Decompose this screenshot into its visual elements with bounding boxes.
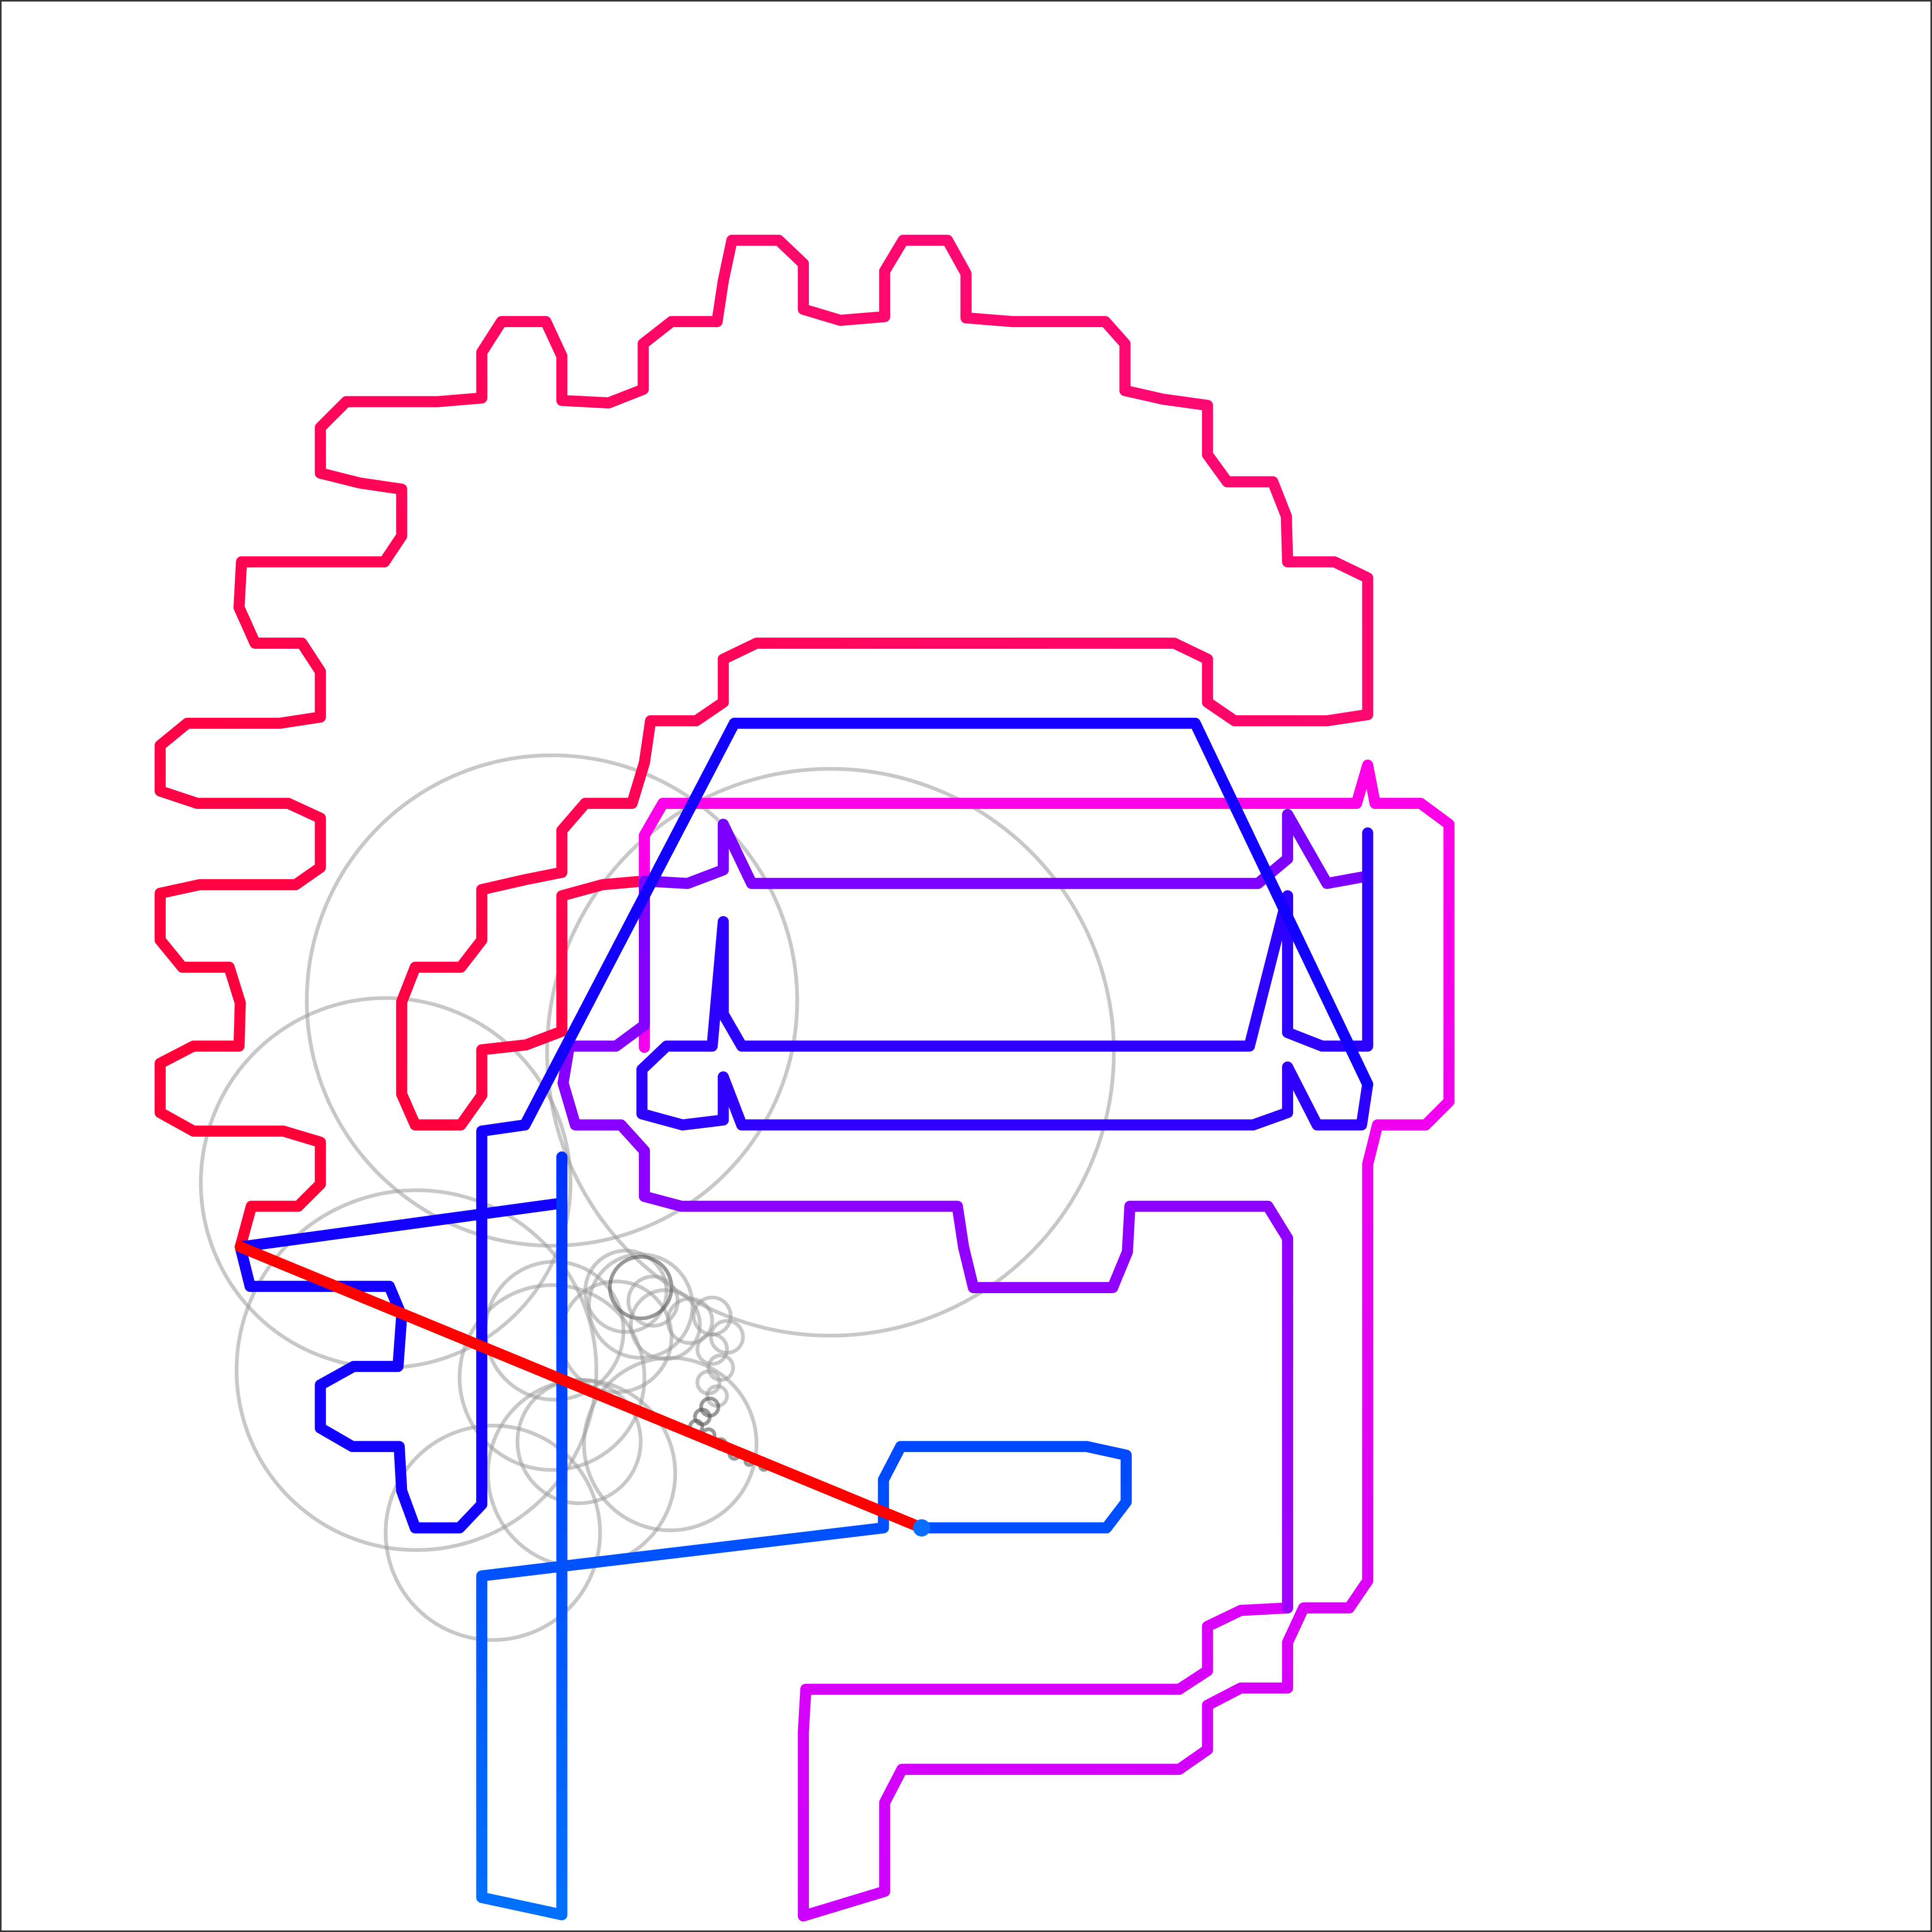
pendulum-line: [234, 1241, 927, 1534]
epicycle-circle: [629, 1288, 702, 1361]
gear-outline: [155, 234, 1373, 1253]
glasses-outline: [636, 827, 1373, 1131]
trapezoid-outline: [234, 717, 1373, 1534]
epicycle-circle: [234, 1188, 598, 1552]
pendulum-bob: [913, 1519, 930, 1537]
epicycle-circle: [383, 1424, 602, 1642]
epicycle-circle: [458, 1283, 647, 1472]
body-outline: [557, 809, 1373, 1614]
epicycle-circle: [305, 753, 799, 1248]
face-outline: [639, 759, 1455, 1922]
epicycle-circle: [696, 1332, 729, 1366]
arm-outline: [476, 1151, 1132, 1920]
epicycle-circle: [666, 1297, 714, 1345]
epicycle-circle: [545, 767, 1116, 1338]
